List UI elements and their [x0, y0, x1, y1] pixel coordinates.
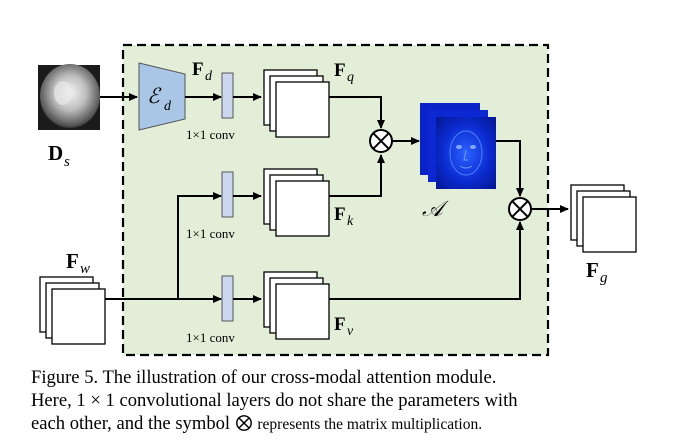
output-sub: g: [600, 270, 608, 286]
key-sub: k: [347, 214, 354, 229]
value-label: F: [334, 314, 346, 335]
output-feature-stack: [570, 184, 637, 253]
encoder-feature-label: F: [192, 59, 204, 80]
otimes-icon: [235, 415, 252, 431]
cross-modal-attention-diagram: D s ℰ d F d 1×1 conv 1×1 conv 1×1 conv F…: [38, 43, 637, 357]
conv-block-query: [221, 72, 234, 119]
input-feature-sub: w: [80, 261, 90, 277]
value-feature-stack: [263, 271, 330, 340]
encoder-sub: d: [164, 99, 172, 114]
output-label: F: [586, 258, 599, 282]
encoder-block: [138, 62, 186, 131]
depth-image: [38, 64, 100, 130]
encoder-feature-sub: d: [205, 69, 213, 84]
attention-map-stack: [420, 103, 496, 189]
key-feature-stack: [263, 168, 330, 237]
query-sub: q: [347, 70, 354, 85]
figure-caption: Figure 5. The illustration of our cross-…: [31, 366, 671, 436]
caption-line-3: each other, and the symbol represents th…: [31, 412, 671, 436]
caption-line-3-start: each other, and the symbol: [31, 413, 231, 434]
conv-block-key: [221, 171, 234, 218]
conv-label-query: 1×1 conv: [186, 127, 235, 142]
key-label: F: [334, 204, 346, 225]
caption-line-2: Here, 1 × 1 convolutional layers do not …: [31, 390, 518, 411]
matmul-query-key: [369, 129, 393, 153]
query-label: F: [334, 60, 346, 81]
input-feature-stack: [39, 276, 106, 345]
module-box: [121, 43, 550, 357]
conv-block-value: [221, 275, 234, 322]
depth-input-label: D: [48, 141, 63, 165]
caption-line-1: Figure 5. The illustration of our cross-…: [31, 367, 497, 388]
value-sub: v: [347, 324, 354, 339]
caption-line-3-end: represents the matrix multiplication.: [257, 416, 483, 433]
matmul-attention-value: [508, 197, 532, 221]
depth-input-sub: s: [64, 154, 70, 170]
conv-label-value: 1×1 conv: [186, 330, 235, 345]
encoder-label: ℰ: [147, 84, 162, 108]
query-feature-stack: [263, 69, 330, 138]
conv-label-key: 1×1 conv: [186, 226, 235, 241]
input-feature-label: F: [66, 249, 79, 273]
